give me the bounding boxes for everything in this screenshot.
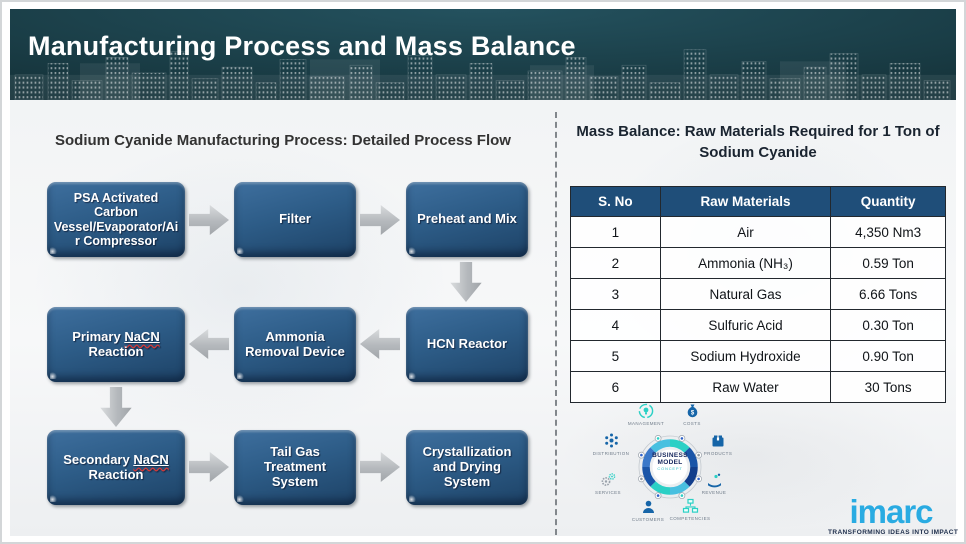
flow-box-secondary-nacn: Secondary NaCN Reaction bbox=[47, 430, 185, 505]
flow-box-ammonia-removal: Ammonia Removal Device bbox=[234, 307, 356, 382]
bm-item-customers: CUSTOMERS bbox=[624, 498, 672, 522]
mass-balance-table: S. No Raw Materials Quantity 1 Air 4,350… bbox=[570, 186, 946, 403]
org-chart-icon bbox=[666, 497, 714, 514]
bm-item-distribution: DISTRIBUTION bbox=[587, 432, 635, 456]
flow-box-label: Ammonia Removal Device bbox=[245, 328, 345, 359]
flow-box-filter: Filter bbox=[234, 182, 356, 257]
cell-material: Natural Gas bbox=[659, 278, 832, 310]
lightbulb-circle-icon bbox=[622, 402, 670, 419]
cell-material: Sulfuric Acid bbox=[659, 309, 832, 341]
flow-box-label: Primary NaCN Reaction bbox=[72, 328, 160, 359]
bm-item-costs: $ COSTS bbox=[668, 402, 716, 426]
cell-quantity: 0.59 Ton bbox=[830, 247, 946, 279]
flow-box-label: Secondary NaCN Reaction bbox=[63, 451, 169, 482]
cell-sno: 1 bbox=[570, 216, 661, 248]
imarc-logo: imarc TRANSFORMING IDEAS INTO IMPACT bbox=[828, 492, 959, 536]
bm-item-competencies: COMPETENCIES bbox=[666, 497, 714, 521]
network-icon bbox=[587, 432, 635, 449]
business-model-ring bbox=[638, 435, 702, 499]
flow-box-crystallization: Crystallization and Drying System bbox=[406, 430, 528, 505]
column-header-quantity: Quantity bbox=[830, 186, 946, 217]
svg-text:$: $ bbox=[690, 410, 694, 416]
hand-coins-icon bbox=[690, 471, 738, 488]
flow-box-label: HCN Reactor bbox=[426, 336, 508, 352]
table-row: 1 Air 4,350 Nm3 bbox=[570, 216, 946, 248]
table-header-row: S. No Raw Materials Quantity bbox=[570, 186, 946, 217]
flow-box-label: PSA Activated Carbon Vessel/Evaporator/A… bbox=[53, 190, 179, 248]
cell-quantity: 0.90 Ton bbox=[830, 340, 946, 372]
cell-material: Raw Water bbox=[659, 371, 832, 403]
flow-box-label: Preheat and Mix bbox=[417, 211, 517, 227]
table-row: 5 Sodium Hydroxide 0.90 Ton bbox=[570, 340, 946, 372]
cell-quantity: 0.30 Ton bbox=[830, 309, 946, 341]
cell-quantity: 30 Tons bbox=[830, 371, 946, 403]
person-icon bbox=[624, 498, 672, 515]
flow-box-psa-activated-carbon: PSA Activated Carbon Vessel/Evaporator/A… bbox=[47, 182, 185, 257]
flow-box-preheat-mix: Preheat and Mix bbox=[406, 182, 528, 257]
city-skyline-icon bbox=[10, 49, 956, 100]
bm-center-line1: BUSINESS bbox=[652, 452, 688, 459]
column-header-sno: S. No bbox=[570, 186, 661, 217]
bm-center-sub: CONCEPT bbox=[657, 466, 683, 472]
flow-box-tail-gas: Tail Gas Treatment System bbox=[234, 430, 356, 505]
table-row: 3 Natural Gas 6.66 Tons bbox=[570, 278, 946, 310]
table-row: 4 Sulfuric Acid 0.30 Ton bbox=[570, 309, 946, 341]
bm-item-products: PRODUCTS bbox=[694, 432, 742, 456]
bm-item-services: SERVICES bbox=[584, 471, 632, 495]
process-flow-heading: Sodium Cyanide Manufacturing Process: De… bbox=[55, 132, 511, 149]
cell-sno: 3 bbox=[570, 278, 661, 310]
imarc-logo-text: imarc bbox=[849, 492, 933, 530]
cell-sno: 2 bbox=[570, 247, 661, 279]
flow-box-label: Crystallization and Drying System bbox=[422, 444, 512, 489]
cell-quantity: 4,350 Nm3 bbox=[830, 216, 946, 248]
cell-material: Air bbox=[659, 216, 832, 248]
table-row: 6 Raw Water 30 Tons bbox=[570, 371, 946, 403]
imarc-logo-tagline: TRANSFORMING IDEAS INTO IMPACT bbox=[828, 529, 959, 536]
bm-center-line2: MODEL bbox=[657, 459, 683, 467]
page-title: Manufacturing Process and Mass Balance bbox=[28, 31, 576, 61]
cell-sno: 6 bbox=[570, 371, 661, 403]
flow-box-primary-nacn: Primary NaCN Reaction bbox=[47, 307, 185, 382]
bm-item-revenue: REVENUE bbox=[690, 471, 738, 495]
table-row: 2 Ammonia (NH₃) 0.59 Ton bbox=[570, 247, 946, 279]
flow-box-hcn-reactor: HCN Reactor bbox=[406, 307, 528, 382]
flow-box-label: Tail Gas Treatment System bbox=[263, 444, 327, 489]
flow-box-label: Filter bbox=[279, 211, 311, 227]
gears-icon bbox=[584, 471, 632, 488]
section-divider bbox=[555, 112, 557, 535]
box-icon bbox=[694, 432, 742, 449]
cell-sno: 5 bbox=[570, 340, 661, 372]
money-bag-icon: $ bbox=[668, 402, 716, 419]
cell-quantity: 6.66 Tons bbox=[830, 278, 946, 310]
cell-material: Sodium Hydroxide bbox=[659, 340, 832, 372]
slide-header: Manufacturing Process and Mass Balance bbox=[10, 9, 956, 100]
column-header-material: Raw Materials bbox=[659, 186, 832, 217]
cell-material: Ammonia (NH₃) bbox=[659, 247, 832, 279]
mass-balance-heading: Mass Balance: Raw Materials Required for… bbox=[576, 123, 940, 161]
cell-sno: 4 bbox=[570, 309, 661, 341]
business-model-center-label: BUSINESS MODEL CONCEPT bbox=[644, 452, 696, 472]
bm-item-management: MANAGEMENT bbox=[622, 402, 670, 426]
